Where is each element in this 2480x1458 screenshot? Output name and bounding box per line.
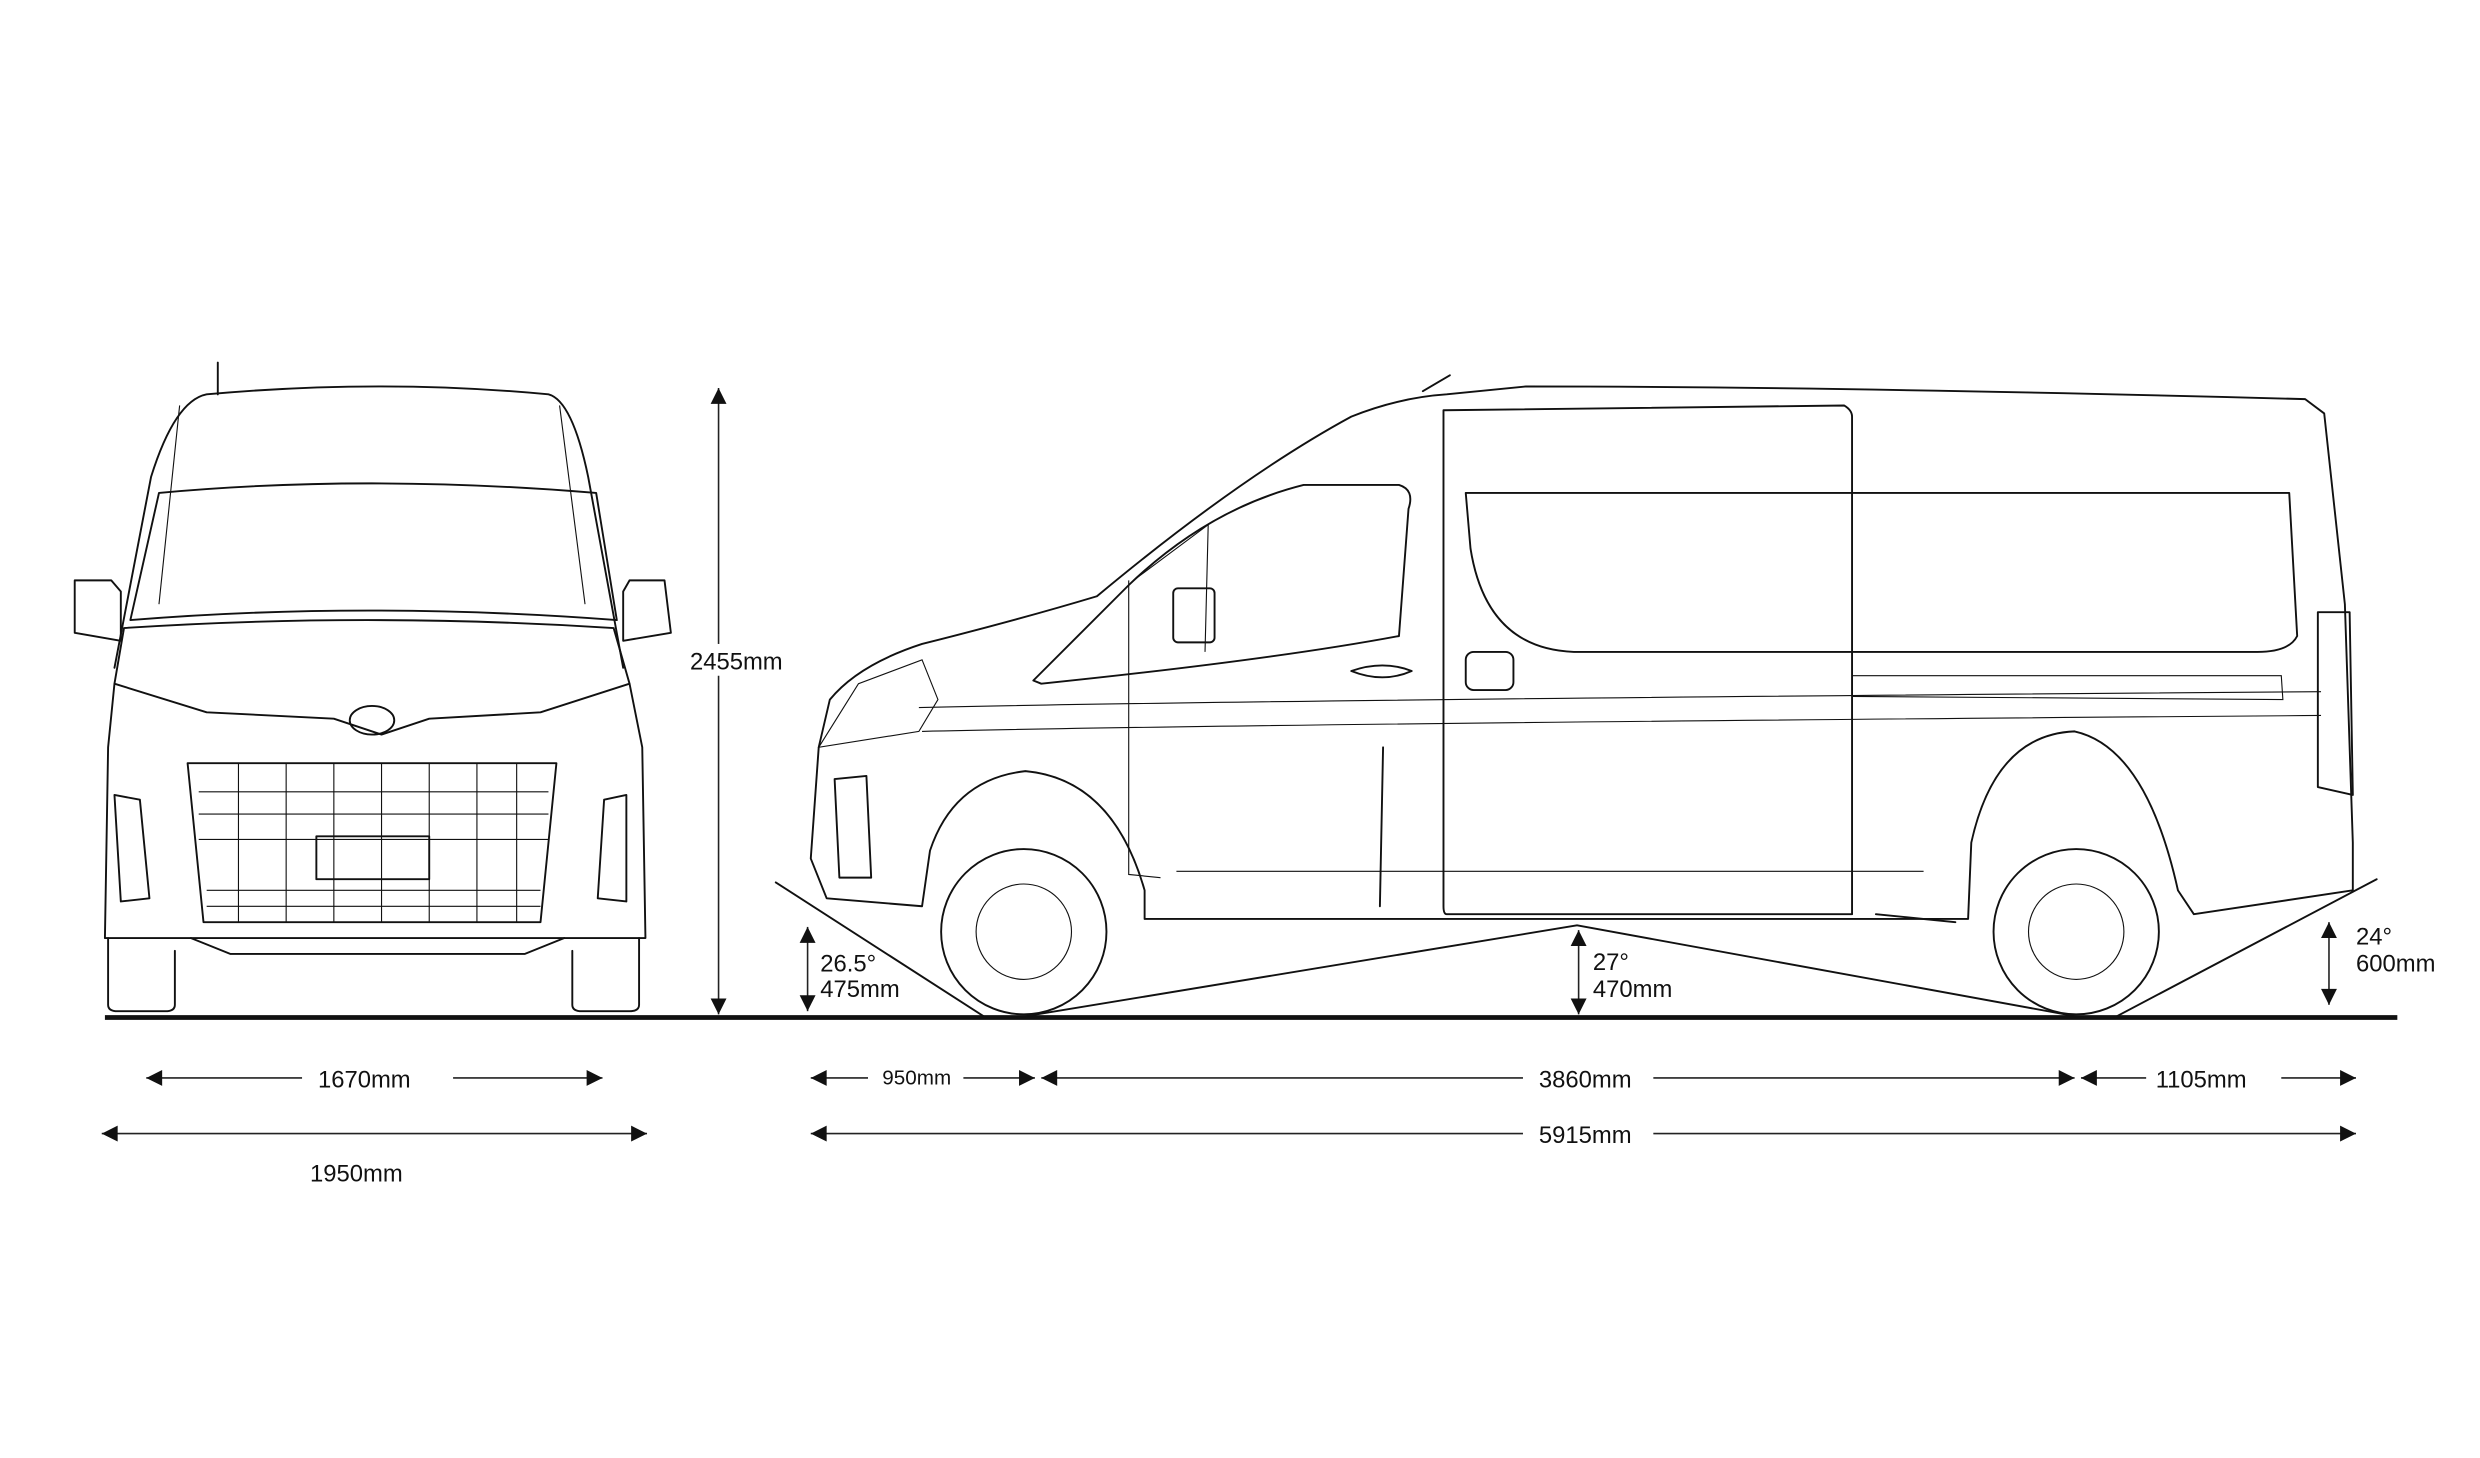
side-view-van bbox=[809, 374, 2354, 1016]
approach-clearance-label: 475mm bbox=[820, 976, 899, 1003]
ramp-angle-label: 27° bbox=[1593, 949, 1629, 976]
ramp-angle-line bbox=[1016, 924, 2084, 1019]
departure-angle-line bbox=[2113, 878, 2378, 1019]
departure-clearance-label: 600mm bbox=[2356, 950, 2435, 977]
track-label: 1670mm bbox=[318, 1066, 411, 1093]
ramp-clearance-label: 470mm bbox=[1593, 976, 1672, 1003]
height-label: 2455mm bbox=[690, 648, 783, 675]
approach-angle-label: 26.5° bbox=[820, 950, 876, 977]
rear-overhang-label: 1105mm bbox=[2156, 1066, 2247, 1093]
width-label: 1950mm bbox=[310, 1160, 403, 1187]
wheelbase-label: 3860mm bbox=[1539, 1066, 1632, 1093]
front-overhang-label: 950mm bbox=[882, 1066, 951, 1089]
overall-length-label: 5915mm bbox=[1539, 1122, 1632, 1149]
departure-angle-label: 24° bbox=[2356, 923, 2392, 950]
front-view-van bbox=[73, 361, 672, 1013]
approach-angle-line bbox=[774, 881, 987, 1019]
